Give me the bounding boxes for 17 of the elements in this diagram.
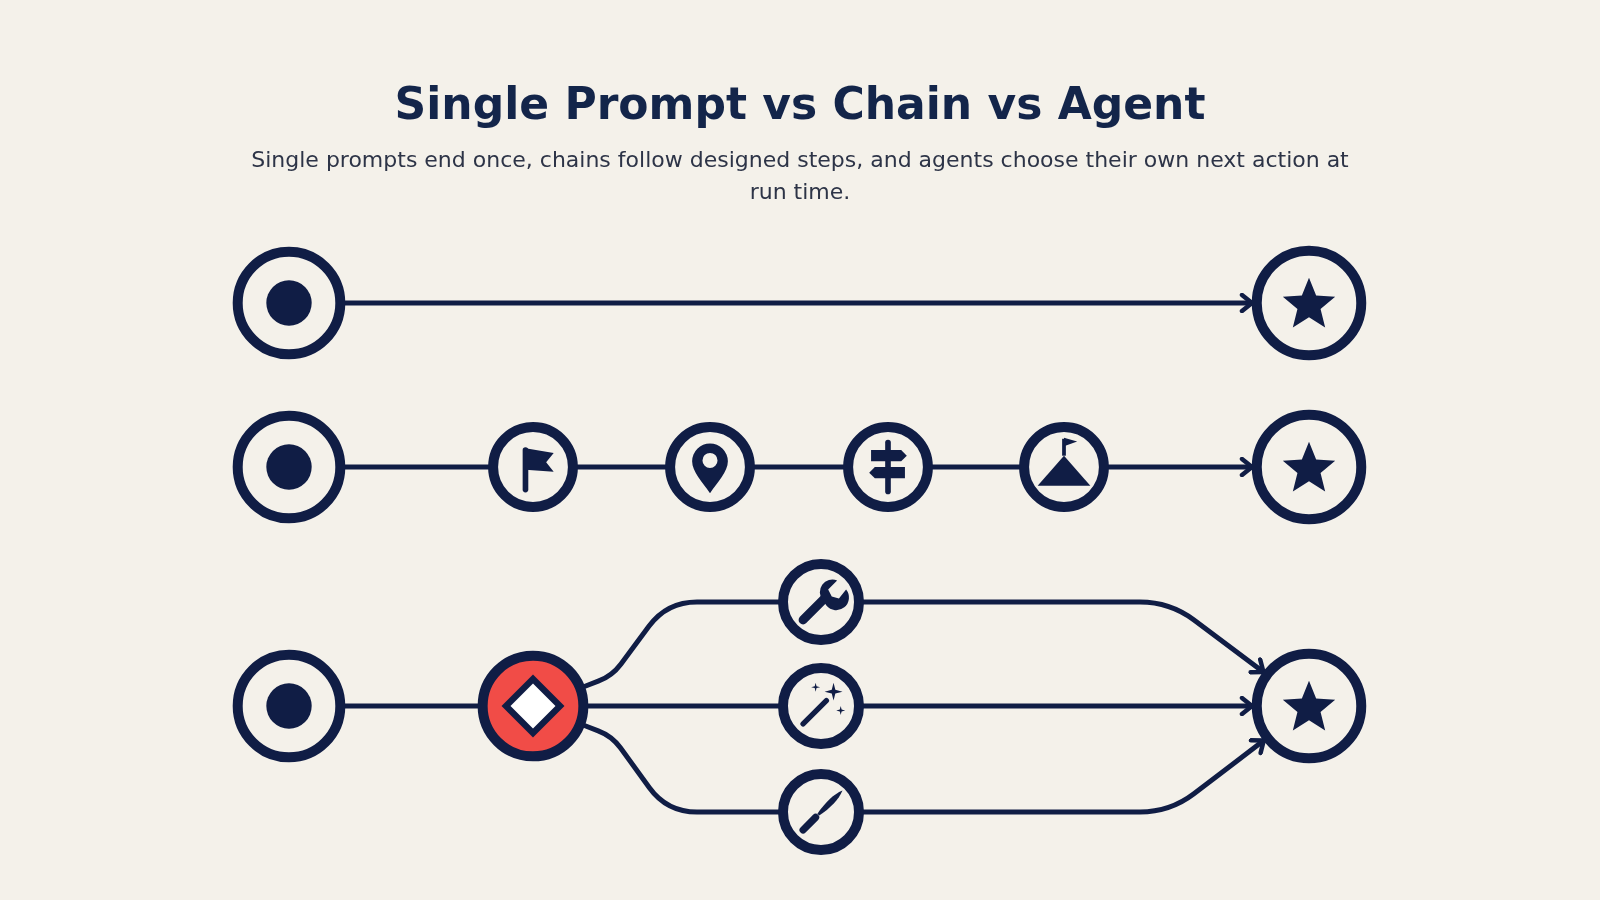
step-circle: [781, 772, 861, 852]
step-circle: [1254, 412, 1364, 522]
subtitle: Single prompts end once, chains follow designed steps, and agents choose their own next action at run time.: [250, 146, 1350, 206]
step-circle: [846, 425, 930, 509]
step-circle: [1022, 425, 1106, 509]
title: Single Prompt vs Chain vs Agent: [394, 78, 1206, 129]
step-circle: [235, 652, 343, 760]
step-circle: [235, 249, 343, 357]
step-circle: [491, 425, 575, 509]
decision-circle: [480, 653, 586, 759]
step-circle: [781, 562, 861, 642]
step-circle: [781, 666, 861, 746]
step-circle: [1254, 651, 1364, 761]
step-circle: [668, 425, 752, 509]
step-circle: [1254, 248, 1364, 358]
connector-line: [342, 703, 481, 709]
step-circle: [235, 413, 343, 521]
